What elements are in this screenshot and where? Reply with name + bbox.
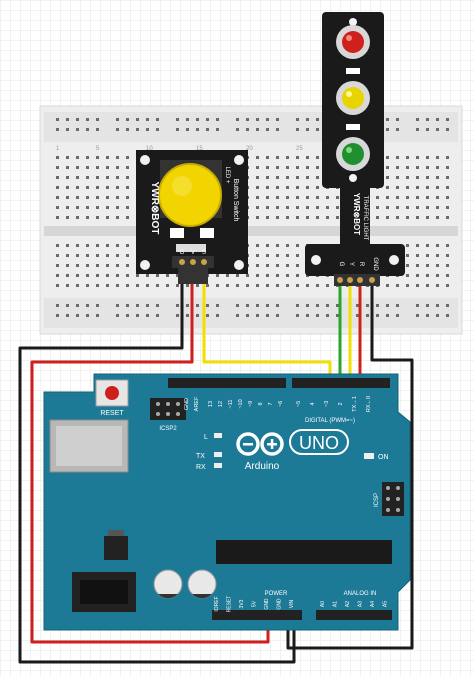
- analog-pin-labels: A0 A1 A2 A3 A4 A5: [320, 601, 389, 607]
- traffic-pin-y: Y: [348, 262, 354, 266]
- wire-black-traffic-gnd: [286, 286, 414, 650]
- uno-badge: [289, 429, 349, 455]
- power-pin-label: 3V3: [239, 599, 245, 608]
- digital-pin-label: TX→1: [352, 396, 358, 412]
- analog-pin-label: A5: [383, 601, 389, 607]
- digital-header-right: [292, 378, 390, 388]
- digital-pin-label: 2: [338, 402, 344, 405]
- arduino-logo: [236, 432, 284, 456]
- power-pin-label: IOREF: [214, 596, 220, 611]
- tx-label: TX: [196, 453, 205, 460]
- power-pin-labels: IOREF RESET 3V3 5V GND GND VIN: [214, 596, 295, 613]
- power-header: [212, 610, 302, 620]
- capacitor-2: [187, 569, 217, 599]
- capacitor-1: [153, 569, 183, 599]
- breadboard: 1 5 10 15 20 25 30: [39, 105, 463, 335]
- wire-black-button-gnd: [18, 284, 296, 664]
- analog-label: ANALOG IN: [344, 591, 377, 597]
- traffic-light-module: YWR⊗BOT TRAFFIC LIGHT G Y R GND: [305, 12, 405, 286]
- bb-col-20: 20: [246, 146, 253, 152]
- model-label: UNO: [299, 433, 339, 453]
- digital-pin-labels: 13 12 ~11 ~10 ~9 8 7 ~6 ~5 4 ~3 2 TX→1 RX←0: [208, 396, 372, 412]
- power-label: POWER: [265, 591, 288, 597]
- green-led: [342, 143, 364, 165]
- traffic-pin-r: R: [358, 262, 364, 267]
- analog-pin-label: A0: [320, 601, 326, 607]
- digital-label: DIGITAL (PWM=~): [305, 418, 355, 424]
- button-module: YWR⊗BOT Button Switch LED + G V S: [136, 150, 248, 284]
- traffic-title: TRAFFIC LIGHT: [362, 196, 368, 241]
- icsp-label: ICSP: [374, 493, 380, 507]
- bb-col-25: 25: [296, 146, 303, 152]
- analog-pin-label: A3: [358, 601, 364, 607]
- reset-label: RESET: [100, 410, 124, 417]
- analog-pin-label: A1: [333, 601, 339, 607]
- on-label: ON: [378, 454, 389, 461]
- button-brand: YWR⊗BOT: [149, 182, 160, 235]
- button-pin-g: G: [180, 250, 185, 256]
- button-led-label: LED +: [224, 167, 230, 184]
- voltage-regulator: [104, 536, 128, 560]
- bb-col-1: 1: [56, 146, 60, 152]
- bb-col-15: 15: [196, 146, 203, 152]
- red-led: [342, 31, 364, 53]
- gnd-top-label: GND: [184, 398, 190, 410]
- digital-pin-label: RX←0: [366, 396, 372, 412]
- rx-label: RX: [196, 464, 206, 471]
- traffic-pin-g: G: [338, 262, 344, 267]
- power-pin-label: VIN: [289, 599, 295, 608]
- digital-pin-label: 8: [258, 402, 264, 405]
- digital-pin-label: ~6: [278, 401, 284, 407]
- wire-red-button-5v: [30, 284, 270, 644]
- power-pin-label: GND: [264, 598, 270, 610]
- analog-header: [316, 610, 392, 620]
- led-l-label: L: [204, 434, 208, 441]
- brand-label: Arduino: [245, 461, 280, 472]
- analog-pin-label: A4: [370, 601, 376, 607]
- digital-pin-label: 13: [208, 401, 214, 407]
- digital-header-left: [168, 378, 286, 388]
- traffic-brand: YWR⊗BOT: [352, 193, 361, 235]
- icsp2-header: [150, 398, 186, 420]
- analog-pin-label: A2: [345, 601, 351, 607]
- digital-pin-label: 4: [310, 402, 316, 405]
- button-pin-s: S: [202, 250, 206, 256]
- microcontroller-chip: [216, 540, 392, 564]
- digital-pin-label: ~5: [296, 401, 302, 407]
- traffic-pin-gnd: GND: [372, 257, 378, 271]
- digital-pin-label: 7: [268, 402, 274, 405]
- power-pin-label: RESET: [227, 596, 233, 613]
- digital-pin-label: ~3: [324, 401, 330, 407]
- digital-pin-label: 12: [218, 401, 224, 407]
- power-pin-label: GND: [277, 598, 283, 610]
- power-pin-label: 5V: [252, 600, 258, 607]
- digital-pin-label: ~9: [248, 401, 254, 407]
- icsp2-label: ICSP2: [159, 426, 177, 432]
- wires: [18, 284, 414, 664]
- button-led: [176, 244, 206, 252]
- digital-pin-label: ~11: [228, 400, 234, 409]
- button-title: Button Switch: [232, 179, 239, 222]
- icsp-header: [382, 482, 404, 516]
- yellow-led: [342, 87, 364, 109]
- digital-pin-label: ~10: [238, 399, 244, 408]
- bb-col-10: 10: [146, 146, 153, 152]
- button-pin-v: V: [191, 250, 195, 256]
- yellow-button-cap[interactable]: [158, 163, 222, 227]
- aref-label: AREF: [194, 396, 200, 411]
- bb-col-5: 5: [96, 146, 100, 152]
